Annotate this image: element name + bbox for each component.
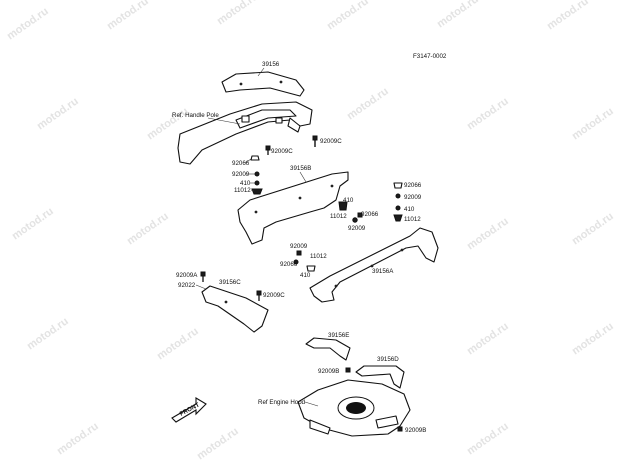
label-11012-mid: 11012 — [330, 213, 347, 220]
part-39156c-bracket — [201, 285, 269, 333]
watermark: motod.ru — [465, 320, 511, 357]
part-39156d — [355, 365, 405, 389]
watermark: motod.ru — [125, 210, 171, 247]
fastener-group-low — [293, 250, 316, 272]
label-92009c-top: 92009C — [320, 138, 342, 145]
label-92009c-mid: 92009C — [271, 148, 293, 155]
watermark: motod.ru — [155, 325, 201, 362]
label-92009b-right: 92009B — [405, 427, 426, 434]
watermark: motod.ru — [105, 0, 151, 32]
engine-hood-reference — [297, 379, 411, 437]
fastener-stack-right — [393, 182, 403, 222]
label-39156e: 39156E — [328, 332, 349, 339]
label-410-right: 410 — [404, 206, 415, 213]
part-39156-cover — [221, 71, 305, 97]
watermark: motod.ru — [345, 85, 391, 122]
watermark: motod.ru — [570, 210, 616, 247]
fastener-group-mid — [338, 201, 363, 223]
watermark: motod.ru — [55, 420, 101, 457]
label-92009-mid: 92009 — [348, 225, 366, 232]
watermark: motod.ru — [570, 320, 616, 357]
label-engine-hood-ref: Ref Engine Hood — [258, 399, 306, 406]
watermark: motod.ru — [10, 205, 56, 242]
label-92066-right: 92066 — [404, 182, 422, 189]
label-92009-right: 92009 — [404, 194, 422, 201]
part-39156e — [305, 337, 351, 361]
label-11012-right: 11012 — [404, 216, 421, 223]
handle-pole-reference — [177, 101, 313, 165]
watermark: motod.ru — [25, 315, 71, 352]
watermark: motod.ru — [465, 215, 511, 252]
label-39156b: 39156B — [290, 165, 311, 172]
label-410-low: 410 — [300, 272, 311, 279]
watermark: motod.ru — [570, 105, 616, 142]
label-92009c-low: 92009C — [263, 292, 285, 299]
label-39156a: 39156A — [372, 268, 394, 275]
label-92009b-left: 92009B — [318, 368, 339, 375]
label-92066-low: 92066 — [280, 261, 298, 268]
label-39156d: 39156D — [377, 356, 399, 363]
screw-92009b-right — [397, 426, 403, 432]
watermark: motod.ru — [325, 0, 371, 32]
watermark: motod.ru — [5, 5, 51, 42]
watermark: motod.ru — [35, 95, 81, 132]
label-92022: 92022 — [178, 282, 196, 289]
label-39156c: 39156C — [219, 279, 241, 286]
label-handle-pole-ref: Ref. Handle Pole — [172, 112, 219, 119]
screw-92009b-left — [345, 367, 351, 373]
screw-92009c-top — [312, 135, 318, 147]
watermark: motod.ru — [465, 420, 511, 457]
label-11012-left: 11012 — [234, 187, 251, 194]
label-92009-left: 92009 — [232, 171, 250, 178]
fastener-stack-left — [250, 145, 271, 195]
label-92009a: 92009A — [176, 272, 198, 279]
watermark: motod.ru — [435, 0, 481, 30]
watermark: motod.ru — [215, 0, 261, 27]
label-92066-left: 92066 — [232, 160, 250, 167]
watermark: motod.ru — [465, 95, 511, 132]
watermark-layer: motod.ru motod.ru motod.ru motod.ru moto… — [5, 0, 616, 462]
screw-92009c-low — [256, 290, 262, 301]
label-410-left: 410 — [240, 180, 251, 187]
label-92009-low: 92009 — [290, 243, 308, 250]
front-arrow: FRONT — [171, 397, 207, 423]
screw-92009a — [200, 271, 206, 282]
label-39156: 39156 — [262, 61, 280, 68]
watermark: motod.ru — [195, 425, 241, 462]
part-39156a-rail — [309, 227, 439, 303]
label-410-mid: 410 — [343, 197, 354, 204]
label-92066-mid: 92066 — [361, 211, 379, 218]
watermark: motod.ru — [545, 0, 591, 32]
label-11012-low: 11012 — [310, 253, 327, 260]
figure-code: F3147-0002 — [413, 53, 447, 60]
part-39156b-bracket — [237, 171, 349, 245]
